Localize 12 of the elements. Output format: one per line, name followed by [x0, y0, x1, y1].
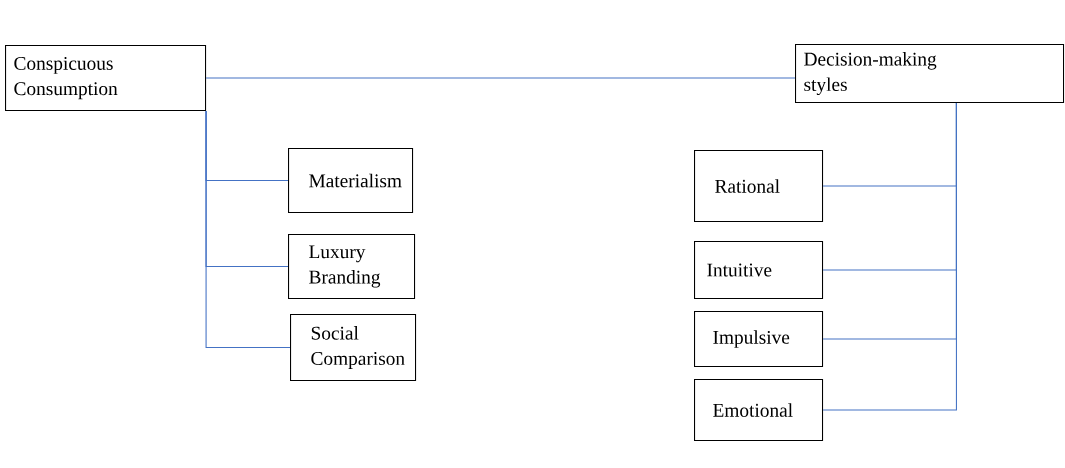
text-box: Social Comparison [290, 314, 417, 382]
text-box: Luxury Branding [288, 234, 416, 300]
connector-line [822, 102, 957, 411]
text-box: Decision-making styles [795, 44, 1065, 104]
text-box: Impulsive [694, 311, 824, 368]
text-box: Rational [694, 150, 824, 223]
text-box: Intuitive [694, 241, 824, 300]
connector-line [205, 110, 291, 349]
text-box: Materialism [288, 148, 414, 214]
text-box: Emotional [694, 379, 824, 442]
connector-line [205, 77, 796, 79]
text-box: Conspicuous Consumption [5, 45, 207, 112]
